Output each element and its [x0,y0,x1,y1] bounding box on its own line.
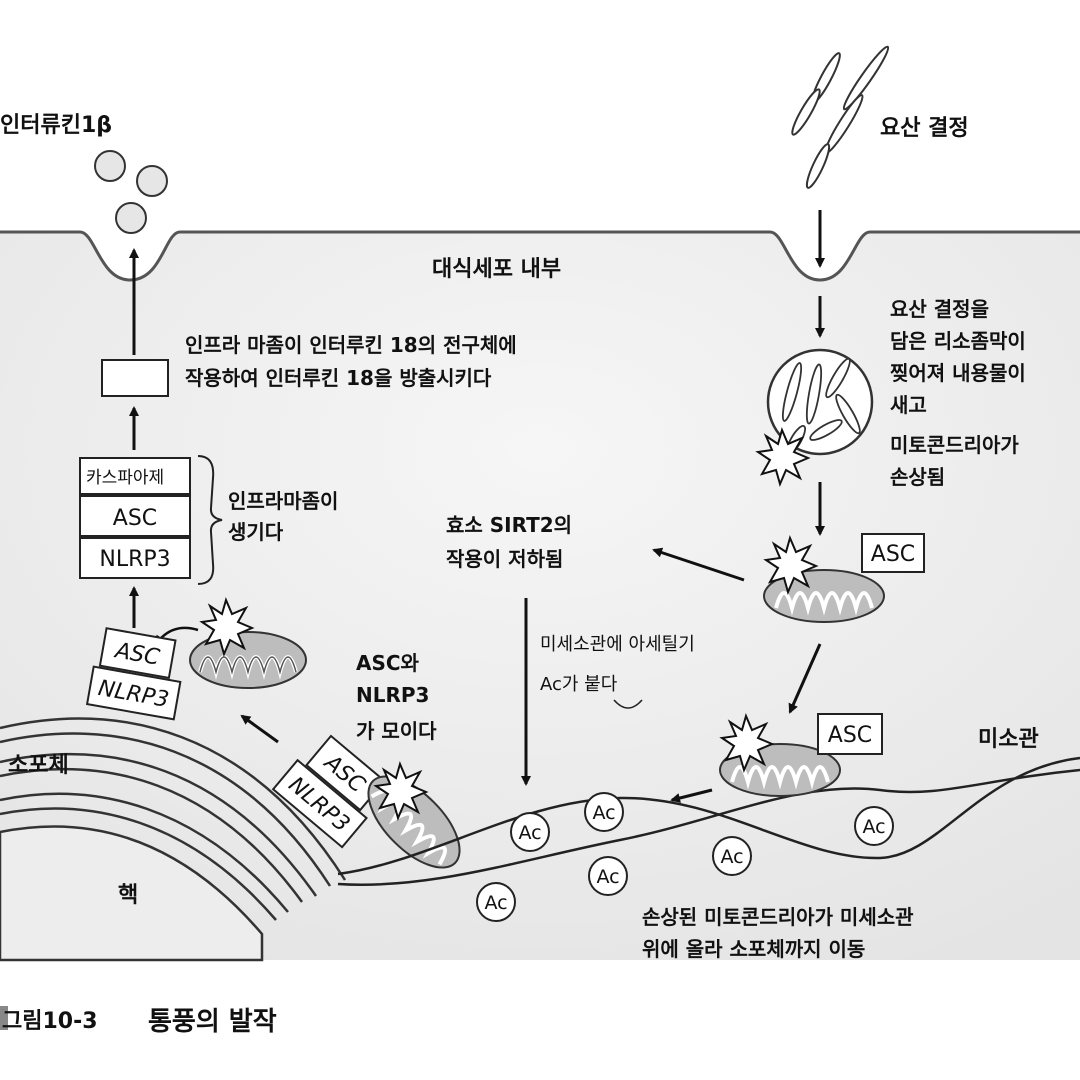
ac-marker: Ac [511,813,549,851]
lysosome-line3: 찢어져 내용물이 [890,361,1026,385]
ac-marker: Ac [585,793,623,831]
uric-crystal-label: 요산 결정 [880,116,969,141]
figure-title: 통풍의 발작 [148,1007,277,1037]
gather-line1: ASC와 [356,651,420,675]
acetyl-line2: Ac가 붙다 [540,674,618,695]
gather-line3: 가 모이다 [356,719,437,743]
svg-text:Ac: Ac [596,866,619,888]
acetyl-line1: 미세소관에 아세틸기 [540,634,695,655]
er-label: 소포체 [8,753,69,778]
lysosome-line5: 미토콘드리아가 [890,433,1019,457]
figure-number: 그림10-3 [2,1009,98,1034]
stack-nlrp3: NLRP3 [99,547,170,572]
ac-marker: Ac [589,857,627,895]
ac-marker: Ac [477,883,515,921]
gather-line2: NLRP3 [356,683,429,707]
move-line2: 위에 올라 소포체까지 이동 [642,937,865,961]
inflammasome-action-line2: 작용하여 인터루킨 18을 방출시키다 [185,366,492,390]
uric-acid-crystals [789,44,892,190]
sirt2-line2: 작용이 저하됨 [446,547,563,571]
sirt2-line1: 효소 SIRT2의 [446,513,572,537]
svg-text:Ac: Ac [484,892,507,914]
move-line1: 손상된 미토콘드리아가 미세소관 [642,905,914,929]
stack-caspase: 카스파아제 [86,468,164,488]
cell-interior-label: 대식세포 내부 [432,257,561,282]
asc-tag-1-text: ASC [871,542,915,567]
inflammasome-form-line2: 생기다 [228,520,284,544]
inflammasome-stack: 카스파아제 ASC NLRP3 [80,458,190,578]
nucleus-label: 핵 [118,883,138,908]
svg-text:Ac: Ac [518,822,541,844]
ac-marker: Ac [713,837,751,875]
lysosome-line6: 손상됨 [890,465,945,489]
svg-text:Ac: Ac [592,802,615,824]
asc-tag-2-text: ASC [828,723,872,748]
inflammasome-form-line1: 인프라마좀이 [228,489,338,513]
svg-text:Ac: Ac [720,846,743,868]
inflammasome-action-line1: 인프라 마좀이 인터루킨 18의 전구체에 [185,333,517,357]
il18-precursor-box [102,360,168,396]
lysosome-line2: 담은 리소좀막이 [890,329,1026,353]
lysosome-line1: 요산 결정을 [890,297,989,321]
ac-marker: Ac [855,807,893,845]
stack-asc: ASC [113,506,157,531]
microtubule-label: 미소관 [978,727,1039,752]
interleukin-label: 인터류킨1β [0,113,112,138]
lysosome-line4: 새고 [890,393,927,417]
interleukin-particles [95,151,167,233]
svg-text:Ac: Ac [862,816,885,838]
